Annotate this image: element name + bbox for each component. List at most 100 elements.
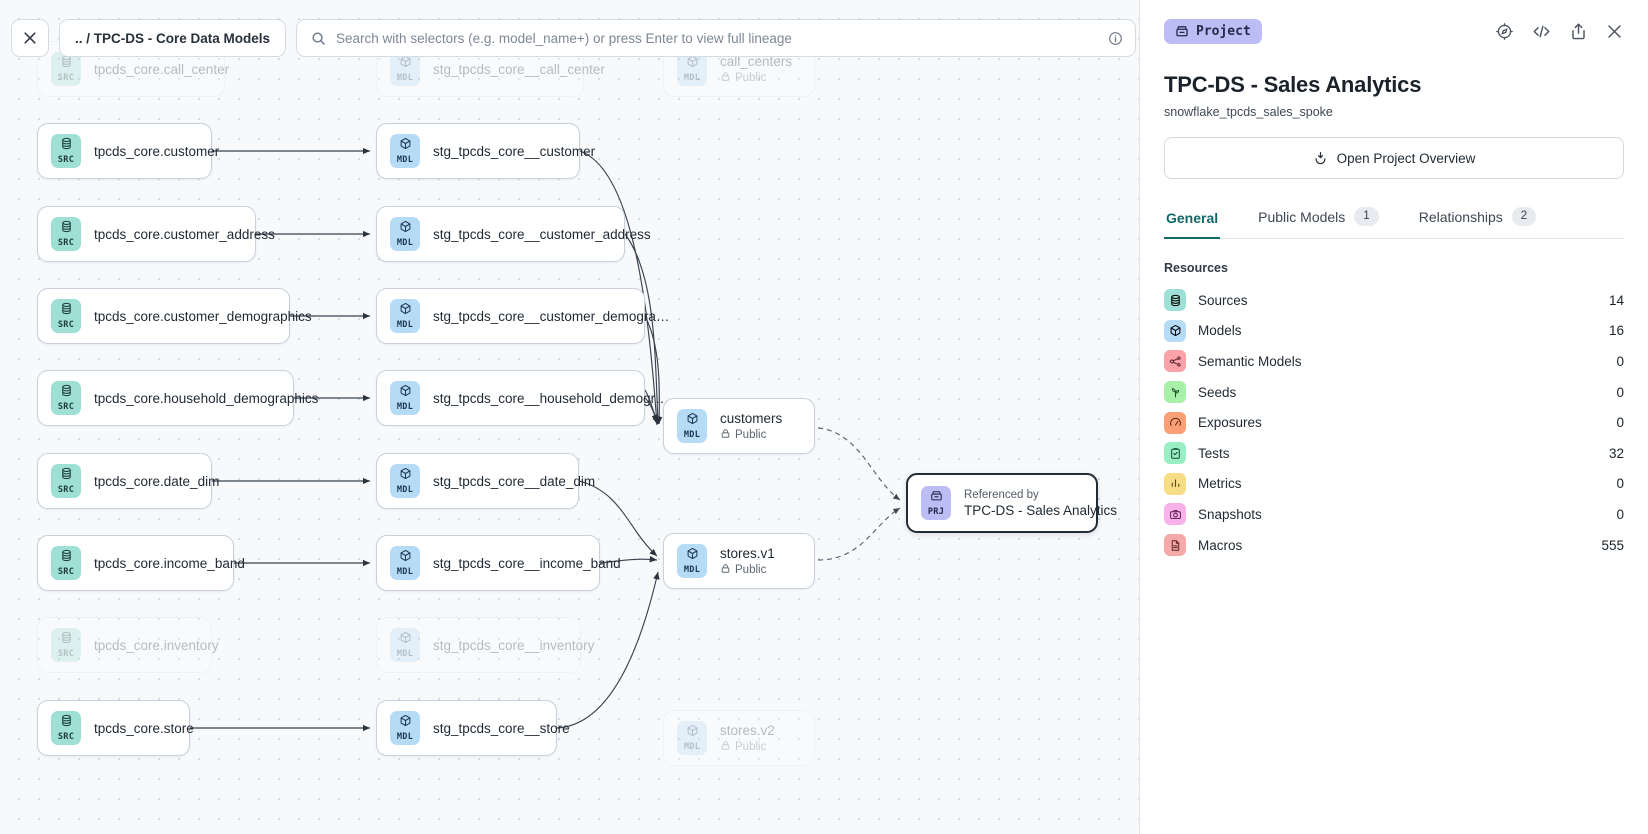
node-type-abbr: SRC <box>57 567 75 577</box>
database-icon <box>60 631 73 649</box>
canvas-toolbar: .. / TPC-DS - Core Data Models <box>11 19 1139 57</box>
code-icon[interactable] <box>1531 22 1552 41</box>
details-panel: Project <box>1139 0 1648 834</box>
search-icon <box>312 31 325 45</box>
node-title: tpcds_core.household_demographics <box>94 390 319 406</box>
node-type-badge: MDL <box>677 52 707 86</box>
resource-count: 0 <box>1616 476 1624 492</box>
open-project-overview-label: Open Project Overview <box>1336 150 1476 166</box>
resource-count: 32 <box>1608 445 1624 461</box>
node-type-badge: MDL <box>677 721 707 755</box>
node-type-badge: SRC <box>51 464 81 498</box>
cube-icon <box>686 55 699 73</box>
project-type-chip[interactable]: Project <box>1164 18 1262 44</box>
search-box[interactable] <box>296 19 1137 57</box>
resource-count: 0 <box>1616 353 1624 369</box>
lineage-canvas[interactable]: .. / TPC-DS - Core Data Models <box>0 0 1139 834</box>
resource-count: 16 <box>1608 323 1624 339</box>
resource-count: 14 <box>1608 292 1624 308</box>
share-icon[interactable] <box>1569 22 1588 41</box>
node-type-badge: MDL <box>390 628 420 662</box>
tab-general[interactable]: General <box>1164 204 1221 239</box>
graph-node-src-cust-demo[interactable]: SRC tpcds_core.customer_demographics <box>37 288 312 344</box>
cube-icon <box>399 137 412 155</box>
node-type-abbr: MDL <box>396 73 414 83</box>
node-type-abbr: MDL <box>396 402 414 412</box>
close-panel-icon[interactable] <box>1605 22 1624 41</box>
node-title: tpcds_core.customer_demographics <box>94 308 312 324</box>
node-type-abbr: MDL <box>683 430 701 440</box>
database-icon <box>60 467 73 485</box>
node-text: tpcds_core.customer_demographics <box>94 308 312 324</box>
node-title: stg_tpcds_core__store <box>433 720 570 736</box>
info-icon[interactable] <box>1108 31 1123 46</box>
node-visibility-label: Public <box>735 428 767 441</box>
database-icon <box>60 137 73 155</box>
details-panel-header: Project <box>1164 0 1624 58</box>
close-lineage-button[interactable] <box>11 19 49 57</box>
search-input[interactable] <box>336 30 1099 46</box>
breadcrumb[interactable]: .. / TPC-DS - Core Data Models <box>59 19 287 57</box>
node-type-abbr: MDL <box>396 320 414 330</box>
node-visibility: Public <box>720 428 782 442</box>
node-title: tpcds_core.customer <box>94 143 220 159</box>
cube-icon <box>399 220 412 238</box>
node-title: tpcds_core.inventory <box>94 637 219 653</box>
close-icon <box>24 32 36 44</box>
cube-icon <box>399 467 412 485</box>
node-title: stg_tpcds_core__income_band <box>433 555 621 571</box>
node-type-abbr: PRJ <box>927 507 945 517</box>
node-text: stg_tpcds_core__customer_address <box>433 227 651 242</box>
resource-count: 555 <box>1601 537 1624 553</box>
resource-name: Macros <box>1198 537 1243 553</box>
resource-row-macros[interactable]: Macros 555 <box>1164 530 1624 561</box>
cube-icon <box>686 724 699 742</box>
node-text: stg_tpcds_core__call_center <box>433 62 605 77</box>
graph-node-src-income-band[interactable]: SRC tpcds_core.income_band <box>37 535 245 591</box>
node-title: tpcds_core.income_band <box>94 555 245 571</box>
resources-heading: Resources <box>1164 261 1228 275</box>
node-title: stores.v1 <box>720 545 775 561</box>
node-text: tpcds_core.call_center <box>94 61 230 77</box>
open-project-overview-button[interactable]: Open Project Overview <box>1164 137 1624 179</box>
node-type-badge: SRC <box>51 217 81 251</box>
node-type-badge: PRJ <box>921 486 951 520</box>
node-type-badge: MDL <box>390 299 420 333</box>
node-type-badge: SRC <box>51 299 81 333</box>
node-type-badge: MDL <box>677 544 707 578</box>
compass-icon[interactable] <box>1495 22 1514 41</box>
node-title: tpcds_core.call_center <box>94 61 230 77</box>
project-icon <box>930 489 943 507</box>
